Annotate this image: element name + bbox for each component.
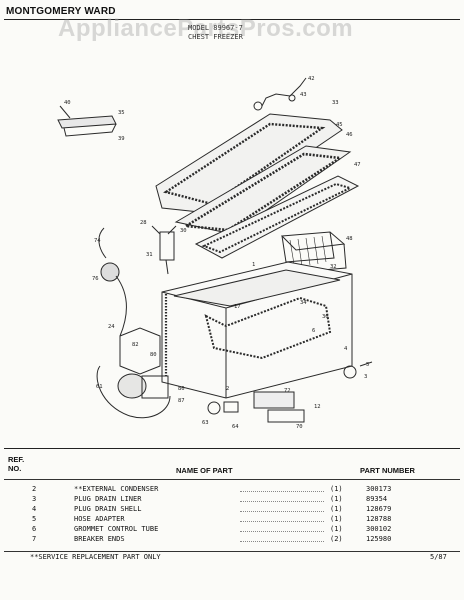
callout-61: 61	[96, 384, 103, 390]
callout-28: 28	[140, 220, 147, 226]
callout-33: 33	[332, 100, 339, 106]
table-row: 5 HOSE ADAPTER (1) 128788	[0, 515, 464, 525]
dot-leader	[240, 491, 324, 492]
part-cell: 300173	[366, 485, 392, 493]
table-top-rule	[4, 448, 460, 449]
callout-31: 31	[146, 252, 153, 258]
table-row: 2 **EXTERNAL CONDENSER (1) 300173	[0, 485, 464, 495]
callout-2: 2	[226, 386, 229, 392]
callout-6: 6	[312, 328, 315, 334]
footnote: **SERVICE REPLACEMENT PART ONLY	[30, 553, 161, 561]
name-cell: HOSE ADAPTER	[74, 515, 125, 523]
callout-63: 63	[202, 420, 209, 426]
callout-72: 72	[284, 388, 291, 394]
callout-48: 48	[346, 236, 353, 242]
qty-cell: (1)	[330, 505, 343, 513]
callout-24: 24	[108, 324, 115, 330]
callout-12: 12	[314, 404, 321, 410]
revision-date: 5/87	[430, 553, 447, 561]
callout-70: 70	[296, 424, 303, 430]
partnum-header: PART NUMBER	[360, 466, 415, 475]
name-cell: GROMMET CONTROL TUBE	[74, 525, 159, 533]
callout-80: 80	[150, 352, 157, 358]
callout-74: 74	[94, 238, 101, 244]
part-cell: 300102	[366, 525, 392, 533]
callout-82: 82	[132, 342, 139, 348]
callout-32: 32	[330, 264, 337, 270]
exploded-diagram: 40 35 39 42 43 33 45 46 47 28 30 31 74 7…	[57, 76, 373, 430]
drain-parts	[207, 361, 373, 423]
callout-43: 43	[300, 92, 307, 98]
watermark: AppliancePartsPros.com	[58, 15, 354, 42]
part-cell: 128788	[366, 515, 392, 523]
model-line-2: CHEST FREEZER	[188, 33, 243, 41]
callout-36: 36	[322, 314, 329, 320]
callout-64: 64	[232, 424, 239, 430]
table-bottom-rule	[4, 551, 460, 552]
table-row: 7 BREAKER ENDS (2) 125980	[0, 535, 464, 545]
callout-45: 45	[336, 122, 343, 128]
top-rule	[4, 19, 460, 20]
callout-47: 47	[354, 162, 361, 168]
qty-cell: (1)	[330, 515, 343, 523]
callout-3: 3	[364, 374, 367, 380]
callout-40: 40	[64, 100, 71, 106]
part-cell: 128679	[366, 505, 392, 513]
lid-handle	[57, 105, 117, 137]
callout-76: 76	[92, 276, 99, 282]
ref-cell: 4	[32, 505, 37, 513]
callout-46: 46	[346, 132, 353, 138]
ref-header: REF.	[8, 455, 25, 464]
dot-leader	[240, 501, 324, 502]
callout-34: 34	[300, 300, 307, 306]
dot-leader	[240, 531, 324, 532]
callout-17: 17	[234, 304, 241, 310]
cabinet	[161, 261, 353, 399]
lamp-cord	[253, 77, 307, 111]
lid-assembly	[155, 113, 360, 259]
brand-header: MONTGOMERY WARD	[6, 6, 116, 17]
callout-87: 87	[178, 398, 185, 404]
callout-30: 30	[180, 228, 187, 234]
callout-86: 86	[178, 386, 185, 392]
ref-cell: 6	[32, 525, 37, 533]
dot-leader	[240, 541, 324, 542]
ref-cell: 5	[32, 515, 37, 523]
part-cell: 125980	[366, 535, 392, 543]
no-header: NO.	[8, 464, 22, 473]
dot-leader	[240, 511, 324, 512]
qty-cell: (1)	[330, 525, 343, 533]
model-title: MODEL 89967-7 CHEST FREEZER	[188, 24, 243, 42]
part-cell: 89354	[366, 495, 388, 503]
table-row: 6 GROMMET CONTROL TUBE (1) 300102	[0, 525, 464, 535]
callout-35: 35	[118, 110, 125, 116]
table-row: 3 PLUG DRAIN LINER (1) 89354	[0, 495, 464, 505]
callout-39: 39	[118, 136, 125, 142]
ref-cell: 2	[32, 485, 37, 493]
ref-cell: 3	[32, 495, 37, 503]
qty-cell: (2)	[330, 535, 343, 543]
qty-cell: (1)	[330, 495, 343, 503]
callout-5: 5	[366, 362, 369, 368]
header-rule	[4, 479, 460, 480]
compressor-assembly	[96, 227, 171, 419]
thermostat	[151, 225, 177, 275]
name-cell: **EXTERNAL CONDENSER	[74, 485, 159, 493]
callout-42: 42	[308, 76, 315, 82]
callout-4: 4	[344, 346, 348, 352]
qty-cell: (1)	[330, 485, 343, 493]
callout-1: 1	[252, 262, 255, 268]
name-cell: BREAKER ENDS	[74, 535, 125, 543]
dot-leader	[240, 521, 324, 522]
name-cell: PLUG DRAIN LINER	[74, 495, 142, 503]
table-row: 4 PLUG DRAIN SHELL (1) 128679	[0, 505, 464, 515]
name-cell: PLUG DRAIN SHELL	[74, 505, 142, 513]
model-line-1: MODEL 89967-7	[188, 24, 243, 32]
ref-cell: 7	[32, 535, 37, 543]
name-header: NAME OF PART	[176, 466, 233, 475]
